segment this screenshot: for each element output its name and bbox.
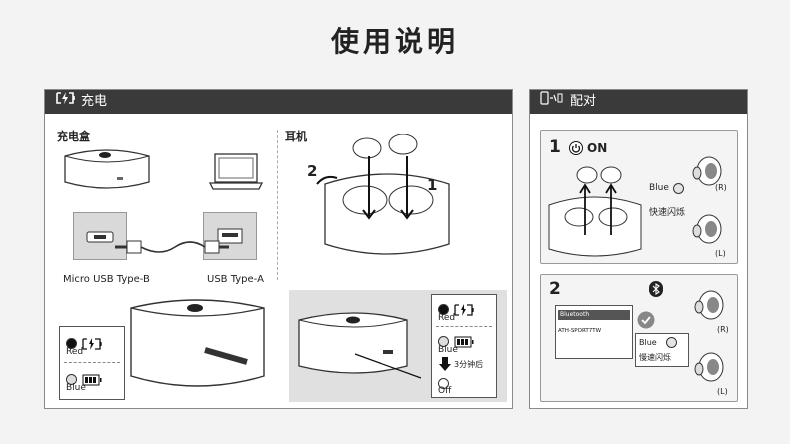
micro-usb-label: Micro USB Type-B (63, 274, 150, 285)
micro-usb-port-box (73, 212, 127, 260)
charging-panel: 充电 充电盒 耳机 Micro USB Type-B USB Type-A (44, 89, 513, 409)
off-led-dot (438, 378, 449, 389)
charging-case-large-illustration (130, 299, 265, 387)
phone-device-item[interactable]: ATH-SPORT7TW (558, 328, 602, 334)
phone-bt-bar: Bluetooth (558, 310, 630, 320)
earbuds-label: 耳机 (285, 130, 307, 143)
charging-header-label: 充电 (81, 94, 108, 109)
checkmark-icon (637, 311, 655, 329)
phone-bt-label: Bluetooth (560, 311, 590, 318)
right-label: (R) (717, 325, 729, 334)
step-1-on-label: ON (587, 141, 608, 155)
earbud-blue-label: Blue (438, 345, 458, 355)
earbud-charging-status-area: Red Blue 3分钟后 Off (289, 290, 507, 402)
charging-header: 充电 (45, 90, 512, 114)
phone-screen: Bluetooth ATH-SPORT7TW (555, 305, 633, 359)
pairing-header: 配对 (530, 90, 747, 114)
earbud-left-icon (694, 352, 724, 382)
pairing-panel: 配对 1 ON Blue 快速闪烁 (R) (L) 2 Bluetooth (529, 89, 748, 409)
earbuds-into-case-illustration (316, 134, 450, 255)
case-led-status: Red Blue (59, 326, 125, 400)
laptop-icon (209, 153, 263, 190)
step-2-led-box: Blue 慢速闪烁 (635, 333, 689, 367)
usb-a-label: USB Type-A (207, 274, 264, 285)
fast-flash-label: 快速闪烁 (649, 208, 686, 218)
earbud-right-icon (694, 290, 724, 320)
earbuds-out-of-case-illustration (548, 166, 642, 257)
step-1-blue-label: Blue (649, 183, 669, 193)
earbud-led-status: Red Blue 3分钟后 Off (431, 294, 497, 398)
step-1-number: 1 (549, 137, 561, 157)
left-label: (L) (717, 387, 728, 396)
arrow-down-icon (439, 357, 451, 371)
case-closed-illustration (298, 312, 422, 379)
battery-charging-icon (82, 337, 102, 350)
pairing-header-label: 配对 (570, 94, 597, 109)
case-blue-label: Blue (66, 383, 86, 393)
earbud-right-icon (692, 156, 722, 186)
step-2-number: 2 (549, 279, 561, 299)
page-title: 使用说明 (330, 25, 459, 58)
charging-case-illustration (64, 149, 150, 189)
earbud-step-1: 1 (427, 176, 438, 194)
battery-full-icon (82, 374, 102, 385)
earbud-left-icon (692, 214, 722, 244)
blue-led-dot (666, 337, 677, 348)
battery-charging-icon (55, 90, 75, 114)
pairing-step-1: 1 ON Blue 快速闪烁 (R) (L) (540, 130, 738, 264)
phone-pairing-icon (540, 90, 564, 114)
battery-full-icon (454, 336, 474, 347)
case-red-label: Red (66, 347, 84, 357)
after-3-minutes-label: 3分钟后 (454, 360, 484, 369)
charging-divider (277, 130, 278, 280)
battery-charging-icon (454, 303, 474, 316)
right-label: (R) (715, 183, 727, 192)
earbud-red-label: Red (438, 313, 456, 323)
blue-led-dot (673, 183, 684, 194)
power-icon (569, 141, 583, 155)
pairing-step-2: 2 Bluetooth ATH-SPORT7TW Blue 慢速闪烁 (R) (… (540, 274, 738, 402)
left-label: (L) (715, 249, 726, 258)
earbud-off-label: Off (438, 386, 452, 396)
step-2-blue-label: Blue (639, 338, 657, 347)
usb-cable (115, 240, 229, 254)
bluetooth-icon (649, 281, 663, 297)
earbud-step-2: 2 (307, 162, 318, 180)
charging-case-label: 充电盒 (57, 130, 90, 143)
slow-flash-label: 慢速闪烁 (639, 353, 671, 362)
